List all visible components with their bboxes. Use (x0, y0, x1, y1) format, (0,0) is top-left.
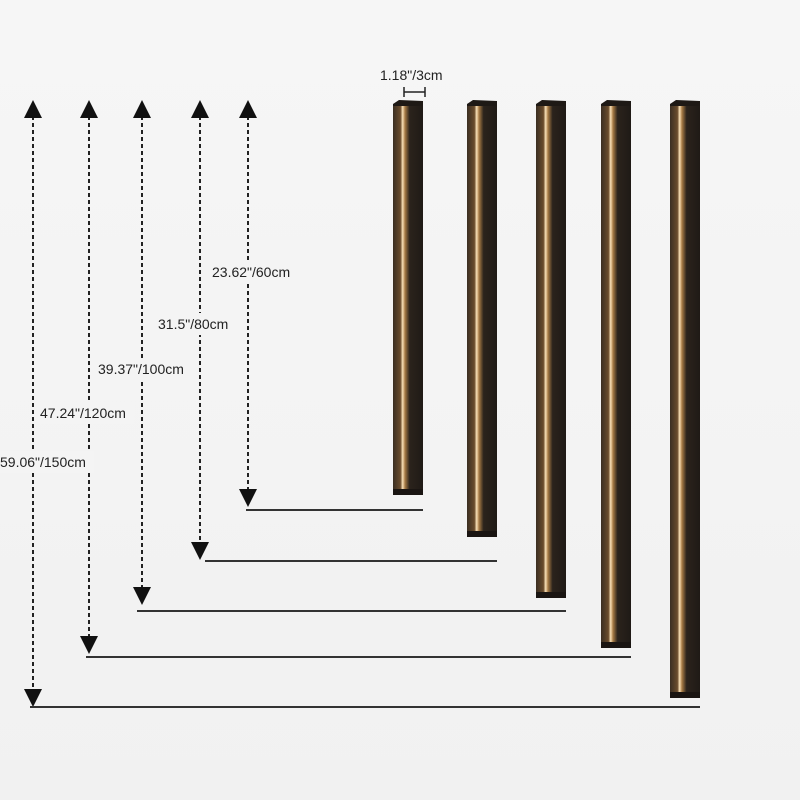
length-dimension-3: 39.37"/100cm (96, 100, 566, 612)
length-label: 31.5"/80cm (158, 316, 228, 332)
width-dimension: 1.18"/3cm (380, 67, 443, 97)
length-dimension-5: 59.06"/150cm (0, 100, 700, 708)
arrow-down-icon (239, 489, 257, 507)
length-dimension-4: 47.24"/120cm (38, 100, 631, 658)
length-dimension-2: 31.5"/80cm (156, 100, 497, 562)
length-label: 47.24"/120cm (40, 405, 126, 421)
light-bar-2 (467, 100, 497, 537)
arrow-down-icon (191, 542, 209, 560)
light-bar-1 (393, 100, 423, 495)
arrow-up-icon (133, 100, 151, 118)
length-label: 59.06"/150cm (0, 454, 86, 470)
length-label: 39.37"/100cm (98, 361, 184, 377)
arrow-up-icon (191, 100, 209, 118)
width-label: 1.18"/3cm (380, 67, 443, 83)
arrow-up-icon (239, 100, 257, 118)
length-label: 23.62"/60cm (212, 264, 290, 280)
arrow-up-icon (24, 100, 42, 118)
length-dimension-1: 23.62"/60cm (210, 100, 423, 511)
light-bar-5 (670, 100, 700, 698)
light-bar-4 (601, 100, 631, 648)
arrow-down-icon (80, 636, 98, 654)
light-bar-3 (536, 100, 566, 598)
arrow-up-icon (80, 100, 98, 118)
arrow-down-icon (24, 689, 42, 707)
arrow-down-icon (133, 587, 151, 605)
